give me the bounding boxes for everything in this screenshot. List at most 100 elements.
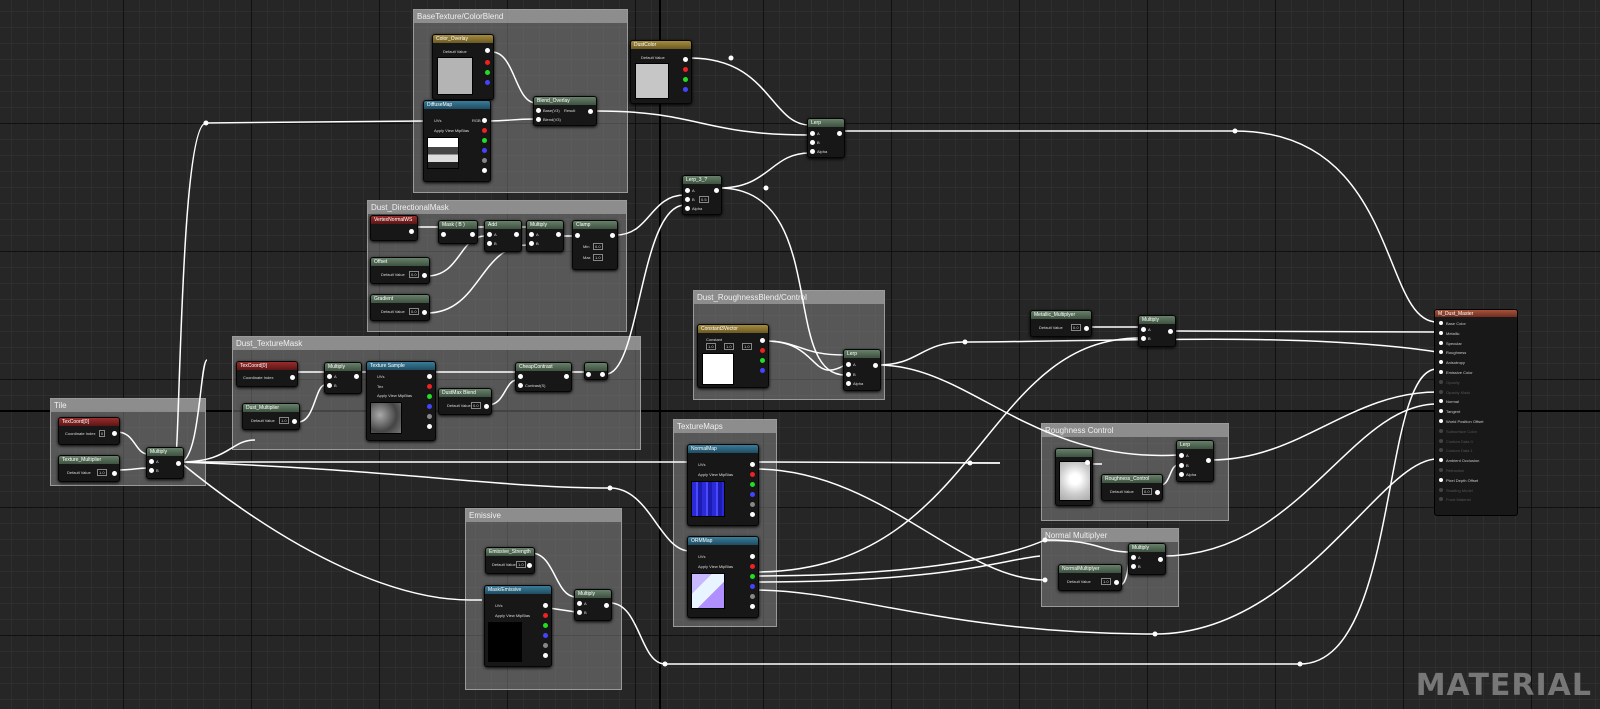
result-pin-row[interactable]: Custom Data 1 [1439,448,1473,453]
pin-icon[interactable] [1206,458,1211,463]
pin-icon[interactable] [750,462,755,467]
pin-icon[interactable] [1131,564,1136,569]
pin-icon[interactable] [482,128,487,133]
result-pin-row[interactable]: Anisotropy [1439,360,1465,365]
pin-icon[interactable] [543,623,548,628]
node-multiply-emissive[interactable]: Multiply A B [574,589,612,621]
pin-icon[interactable] [1179,453,1184,458]
pin-icon[interactable] [604,603,609,608]
pin-icon[interactable] [760,348,765,353]
pin-icon[interactable] [1084,326,1089,331]
result-pin-row[interactable]: Custom Data 0 [1439,438,1473,444]
pin-icon[interactable] [600,372,605,377]
pin-icon[interactable] [1141,336,1146,341]
pin-icon[interactable] [750,604,755,609]
pin-icon[interactable] [176,461,181,466]
pin-icon[interactable] [1439,370,1443,374]
pin-icon[interactable] [1439,468,1443,472]
pin-icon[interactable] [518,383,523,388]
node-emissive-map[interactable]: Mask/Emissive UVs Apply View MipBias [484,585,552,667]
pin-icon[interactable] [484,404,489,409]
color-swatch[interactable] [702,353,734,385]
value-field[interactable]: 0.5 [699,196,709,203]
pin-icon[interactable] [1155,490,1160,495]
pin-icon[interactable] [685,188,690,193]
pin-icon[interactable] [683,57,688,62]
pin-icon[interactable] [750,574,755,579]
pin-icon[interactable] [1158,557,1163,562]
pin-icon[interactable] [810,140,815,145]
node-multiply-tile[interactable]: Multiply A B [146,447,184,479]
result-pin-row[interactable]: Ambient Occlusion [1439,458,1479,463]
node-clamp[interactable]: Clamp Min 0.0 Max 1.0 [572,220,618,270]
result-pin-row[interactable]: Emissive Color [1439,370,1473,375]
node-emissive-strength[interactable]: Emissive_Strength Default Value 1.0 [485,547,535,574]
pin-icon[interactable] [1439,389,1443,394]
color-swatch[interactable] [437,57,473,95]
result-pin-row[interactable]: Subsurface Color [1439,428,1477,434]
result-pin-row[interactable]: Pixel Depth Offset [1439,477,1478,483]
node-orm-map[interactable]: ORMMap UVs Apply View MipBias [687,536,759,618]
pin-icon[interactable] [1439,448,1443,453]
value-field[interactable]: 1.0 [742,343,752,350]
pin-icon[interactable] [427,384,432,389]
pin-icon[interactable] [1439,321,1443,325]
node-multiply-metallic[interactable]: Multiply A B [1138,315,1176,347]
pin-icon[interactable] [482,148,487,153]
pin-icon[interactable] [485,48,490,53]
node-metallic-multiplyer[interactable]: Metallic_Multiplyer Default Value 0.0 [1030,310,1092,337]
node-normal-multiplyer[interactable]: NormalMultiplyer Default Value 1.0 [1058,564,1122,591]
pin-icon[interactable] [485,80,490,85]
pin-icon[interactable] [683,77,688,82]
pin-icon[interactable] [422,273,427,278]
pin-icon[interactable] [543,653,548,658]
node-lerp-roughness-control[interactable]: Lerp A B Alpha [1176,440,1214,482]
node-multiply-normal[interactable]: Multiply A B [1128,543,1166,575]
pin-icon[interactable] [750,492,755,497]
pin-icon[interactable] [564,374,569,379]
result-pin-row[interactable]: Tangent [1439,409,1460,414]
pin-icon[interactable] [485,60,490,65]
pin-icon[interactable] [409,229,414,234]
pin-icon[interactable] [482,118,487,123]
pin-icon[interactable] [427,394,432,399]
pin-icon[interactable] [556,232,561,237]
value-field[interactable]: 0.0 [1142,488,1152,495]
pin-icon[interactable] [543,633,548,638]
pin-icon[interactable] [1439,438,1443,443]
pin-icon[interactable] [327,383,332,388]
result-pin-row[interactable]: Normal [1439,399,1459,404]
pin-icon[interactable] [750,554,755,559]
pin-icon[interactable] [1439,340,1443,345]
pin-icon[interactable] [750,502,755,507]
node-multiply-dir[interactable]: Multiply A B [526,220,564,252]
pin-icon[interactable] [1439,428,1443,433]
node-roughness-preview[interactable] [1055,448,1093,506]
pin-icon[interactable] [1179,463,1184,468]
pin-icon[interactable] [529,232,534,237]
pin-icon[interactable] [685,197,690,202]
pin-icon[interactable] [810,149,815,154]
value-field[interactable]: 0.0 [409,308,419,315]
pin-icon[interactable] [577,610,582,615]
value-field[interactable]: 0.0 [409,271,419,278]
pin-icon[interactable] [482,138,487,143]
value-field[interactable]: 0.0 [593,243,603,250]
pin-icon[interactable] [1085,460,1090,465]
node-roughness-control[interactable]: Roughness_Control Default Value 0.0 [1101,474,1163,501]
result-pin-row[interactable]: Shading Model [1439,487,1473,493]
pin-icon[interactable] [482,168,487,173]
pin-icon[interactable] [810,131,815,136]
pin-icon[interactable] [536,108,541,113]
pin-icon[interactable] [1439,477,1443,482]
result-pin-row[interactable]: Opacity Mask [1439,389,1470,395]
pin-icon[interactable] [1141,327,1146,332]
pin-icon[interactable] [1439,350,1443,355]
value-field[interactable]: 1.0 [516,561,526,568]
pin-icon[interactable] [514,232,519,237]
value-field[interactable]: 0.0 [1071,324,1081,331]
node-lerp-top[interactable]: Lerp A B Alpha [807,118,845,158]
value-field[interactable]: 1.0 [97,469,107,476]
node-multiply-tex[interactable]: Multiply A B [324,362,362,394]
node-add[interactable]: Add A B [484,220,522,252]
